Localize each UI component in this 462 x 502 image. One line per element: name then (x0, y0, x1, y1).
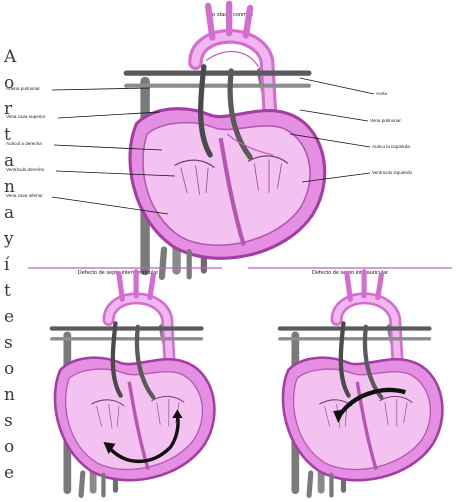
side-char: í (4, 255, 10, 275)
side-char: e (4, 307, 14, 327)
side-char: s (4, 411, 13, 431)
side-char: t (4, 125, 11, 145)
side-char: n (4, 385, 15, 405)
side-char: e (4, 463, 14, 483)
top-heart-illustration (126, 4, 324, 277)
side-char: r (4, 99, 13, 119)
top-right-labels: Aorta Vena pulmonar Auricu la izquierda … (370, 91, 413, 175)
side-vertical-text: A o r t a n a y í t e s o n s o e (3, 47, 17, 483)
label-pulmonary-vein: Vena pulmonar (370, 118, 401, 123)
side-char: t (4, 281, 11, 301)
bottom-right-title: Defecto de septo interauricular (312, 270, 388, 276)
bottom-right-heart-illustration (280, 272, 443, 496)
label-right-atrium: Auricul a derecha (6, 141, 42, 146)
side-char: o (4, 437, 14, 457)
side-char: o (4, 359, 14, 379)
side-char: a (4, 151, 14, 171)
side-char: A (3, 47, 17, 67)
side-char: s (4, 333, 13, 353)
label-left-atrium: Auricu la izquierda (372, 144, 410, 149)
side-char: n (4, 177, 15, 197)
label-left-ventricle: Ventriculo izquierdo (372, 170, 413, 175)
side-char: a (4, 203, 14, 223)
bottom-left-heart-illustration (52, 272, 215, 496)
side-char: y (3, 229, 14, 249)
label-aorta: Aorta (376, 91, 387, 96)
side-char: o (4, 73, 14, 93)
